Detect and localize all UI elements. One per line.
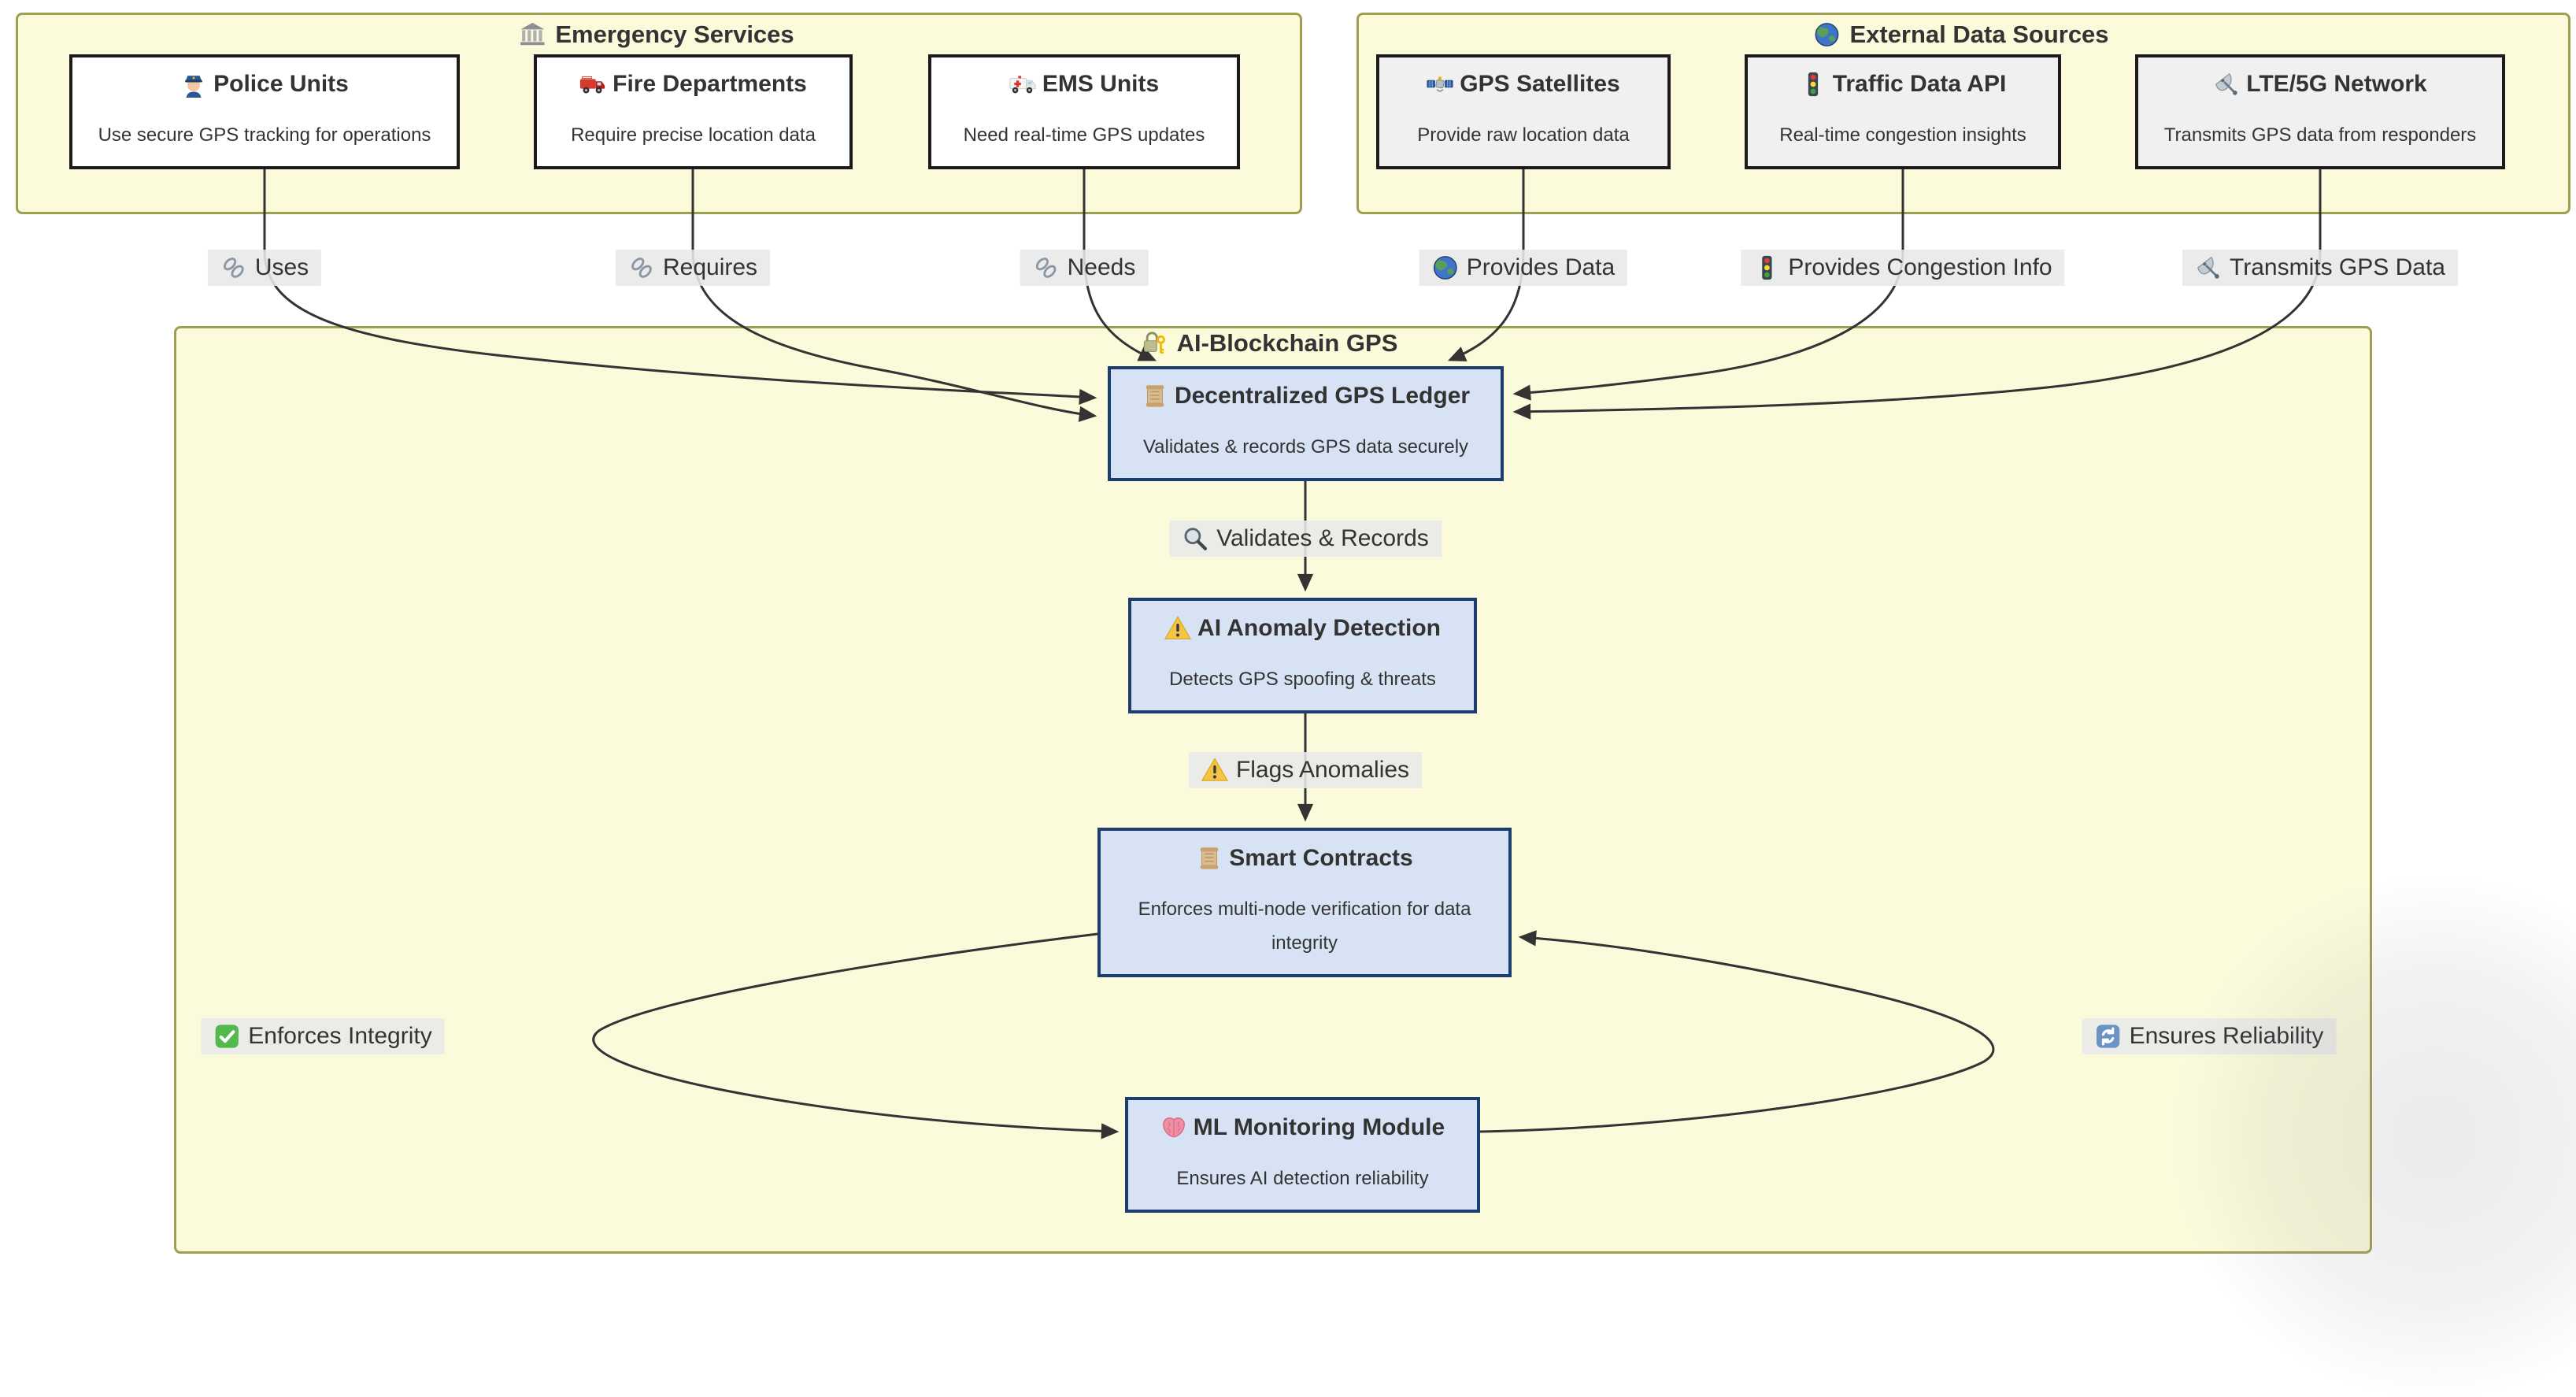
brain-icon — [1160, 1114, 1187, 1141]
police-officer-icon — [180, 71, 207, 98]
node-decentralized-gps-ledger: Decentralized GPS Ledger Validates & rec… — [1108, 366, 1504, 481]
edge-fire-requires-ledger — [691, 169, 1097, 422]
globe-icon — [1813, 21, 1840, 48]
node-ml-monitoring-module: ML Monitoring Module Ensures AI detectio… — [1125, 1097, 1480, 1213]
lock-with-key-icon — [1141, 330, 1168, 357]
node-title-row: Smart Contracts — [1196, 844, 1413, 872]
edge-label-text: Ensures Reliability — [2129, 1023, 2324, 1049]
node-title-text: LTE/5G Network — [2246, 71, 2427, 98]
edge-label-ensures-reliability: Ensures Reliability — [2082, 1018, 2337, 1054]
node-title-text: Smart Contracts — [1229, 844, 1413, 871]
scroll-icon — [1196, 845, 1223, 872]
node-ems-units: EMS Units Need real-time GPS updates — [928, 54, 1240, 169]
edge-ml-reliability-smart — [1479, 930, 1995, 1133]
node-title-row: LTE/5G Network — [2213, 71, 2427, 98]
node-title-row: ML Monitoring Module — [1160, 1114, 1445, 1141]
scroll-icon — [1142, 383, 1168, 409]
cluster-title-text: Emergency Services — [555, 20, 794, 48]
node-subtitle: Enforces multi-node verification for dat… — [1138, 898, 1471, 954]
node-subtitle: Detects GPS spoofing & threats — [1169, 668, 1436, 690]
edge-label-requires: Requires — [615, 250, 771, 286]
edge-traffic-congestion-ledger — [1512, 169, 1904, 401]
node-title-text: Traffic Data API — [1832, 71, 2007, 98]
node-title-row: Police Units — [180, 71, 349, 98]
node-title-text: Police Units — [213, 71, 349, 98]
node-title-row: Fire Departments — [579, 71, 807, 98]
edge-label-needs: Needs — [1020, 250, 1149, 286]
node-title-row: Traffic Data API — [1800, 71, 2007, 98]
node-gps-satellites: GPS Satellites Provide raw location data — [1376, 54, 1671, 169]
edge-layer — [263, 169, 2322, 1139]
satellite-icon — [1427, 71, 1453, 98]
node-subtitle: Require precise location data — [571, 124, 816, 146]
node-title-text: GPS Satellites — [1460, 71, 1620, 98]
node-subtitle: Validates & records GPS data securely — [1142, 436, 1469, 458]
node-title-row: Decentralized GPS Ledger — [1142, 383, 1470, 409]
node-fire-departments: Fire Departments Require precise locatio… — [534, 54, 853, 169]
node-subtitle: Use secure GPS tracking for operations — [98, 124, 431, 146]
node-title-row: EMS Units — [1009, 71, 1159, 98]
classical-building-icon — [519, 21, 546, 48]
node-smart-contracts: Smart Contracts Enforces multi-node veri… — [1097, 828, 1512, 977]
globe-icon — [1432, 254, 1459, 281]
link-icon — [1033, 254, 1060, 281]
node-title-text: Fire Departments — [613, 71, 807, 98]
cluster-title-text: External Data Sources — [1849, 20, 2109, 48]
ambulance-icon — [1009, 71, 1036, 98]
node-subtitle: Transmits GPS data from responders — [2163, 124, 2477, 146]
node-lte-5g-network: LTE/5G Network Transmits GPS data from r… — [2135, 54, 2505, 169]
node-ai-anomaly-detection: AI Anomaly Detection Detects GPS spoofin… — [1128, 598, 1477, 713]
edge-label-text: Uses — [254, 254, 309, 280]
edge-smart-integrity-ml — [592, 932, 1120, 1139]
edge-label-text: Flags Anomalies — [1235, 757, 1410, 783]
edge-label-text: Needs — [1067, 254, 1136, 280]
edge-police-uses-ledger — [263, 169, 1097, 406]
edge-label-flags-anomalies: Flags Anomalies — [1188, 752, 1423, 788]
edge-label-provides-congestion-info: Provides Congestion Info — [1741, 250, 2065, 286]
warning-icon — [1201, 757, 1228, 784]
refresh-icon — [2095, 1023, 2122, 1050]
edge-label-text: Validates & Records — [1216, 525, 1429, 551]
link-icon — [628, 254, 655, 281]
fire-engine-icon — [579, 71, 606, 98]
link-icon — [220, 254, 247, 281]
satellite-antenna-icon — [2195, 254, 2222, 281]
edge-label-text: Requires — [662, 254, 758, 280]
traffic-light-icon — [1800, 71, 1827, 98]
node-subtitle: Provide raw location data — [1417, 124, 1630, 146]
satellite-antenna-icon — [2213, 71, 2240, 98]
cluster-title-emergency: Emergency Services — [519, 20, 794, 49]
edge-label-text: Provides Data — [1466, 254, 1616, 280]
edge-label-validates-records: Validates & Records — [1169, 521, 1442, 557]
node-title-text: ML Monitoring Module — [1193, 1114, 1445, 1140]
node-title-text: EMS Units — [1042, 71, 1160, 98]
node-title-row: GPS Satellites — [1427, 71, 1620, 98]
node-title-text: Decentralized GPS Ledger — [1174, 383, 1471, 409]
edge-label-text: Enforces Integrity — [248, 1023, 432, 1049]
node-traffic-data-api: Traffic Data API Real-time congestion in… — [1745, 54, 2061, 169]
edge-label-enforces-integrity: Enforces Integrity — [201, 1018, 445, 1054]
edge-label-text: Provides Congestion Info — [1788, 254, 2052, 280]
edge-label-provides-data: Provides Data — [1419, 250, 1628, 286]
node-subtitle: Need real-time GPS updates — [963, 124, 1205, 146]
node-subtitle: Real-time congestion insights — [1779, 124, 2026, 146]
flowchart-canvas: Emergency Services External Data Sources… — [16, 13, 2576, 1397]
magnifying-glass-icon — [1182, 525, 1208, 552]
edge-label-transmits-gps-data: Transmits GPS Data — [2182, 250, 2458, 286]
cluster-title-external: External Data Sources — [1813, 20, 2109, 49]
check-mark-icon — [213, 1023, 240, 1050]
traffic-light-icon — [1753, 254, 1780, 281]
node-title-row: AI Anomaly Detection — [1164, 615, 1441, 642]
edge-lte-transmits-ledger — [1512, 169, 2322, 420]
cluster-title-blockchain: AI-Blockchain GPS — [1141, 329, 1398, 358]
warning-icon — [1164, 615, 1192, 642]
edge-label-uses: Uses — [207, 250, 322, 286]
node-subtitle: Ensures AI detection reliability — [1176, 1167, 1429, 1189]
edge-label-text: Transmits GPS Data — [2230, 254, 2445, 280]
node-police-units: Police Units Use secure GPS tracking for… — [69, 54, 460, 169]
cluster-title-text: AI-Blockchain GPS — [1176, 329, 1398, 357]
node-title-text: AI Anomaly Detection — [1197, 614, 1441, 641]
